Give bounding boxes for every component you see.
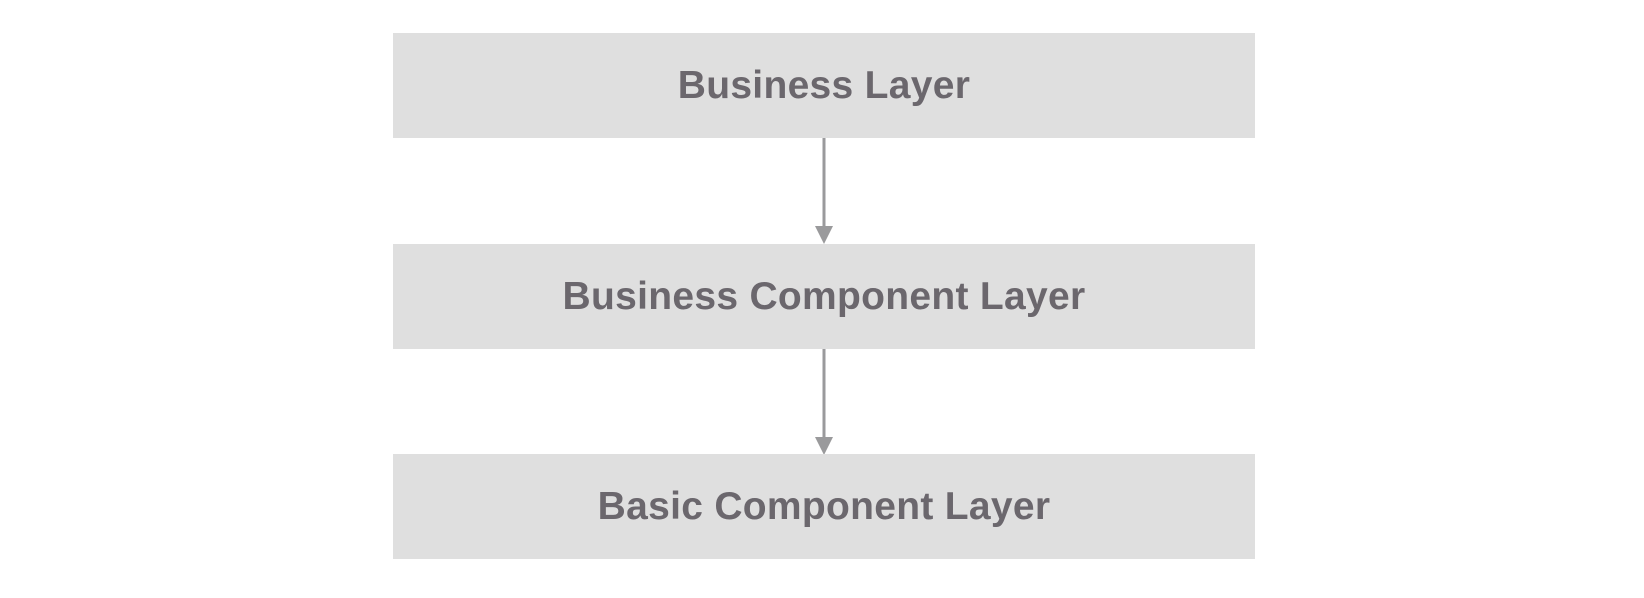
arrow-down-icon	[815, 349, 833, 455]
basic-component-layer-label: Basic Component Layer	[597, 484, 1051, 528]
business-layer-label: Business Layer	[677, 63, 971, 107]
business-component-layer-box: Business Component Layer	[393, 244, 1255, 349]
arrow-down-icon	[815, 138, 833, 244]
business-layer-box: Business Layer	[393, 33, 1255, 138]
basic-component-layer-box: Basic Component Layer	[393, 454, 1255, 559]
business-component-layer-label: Business Component Layer	[562, 274, 1086, 318]
